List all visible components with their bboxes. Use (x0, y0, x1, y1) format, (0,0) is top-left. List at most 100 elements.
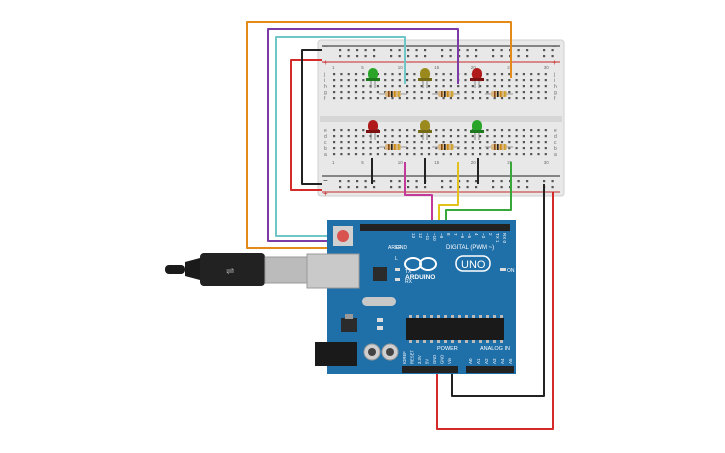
jumpers (371, 158, 479, 184)
column-number: 30 (544, 65, 550, 70)
rail-hole (492, 180, 495, 183)
breadboard-hole (442, 135, 445, 138)
analog-pin-label: A5 (508, 358, 513, 364)
row-letter: h (554, 84, 557, 90)
breadboard-hole (530, 97, 533, 100)
rail-hole (398, 55, 401, 58)
rail-hole (373, 55, 376, 58)
row-letter: c (554, 140, 557, 146)
breadboard-hole (406, 147, 409, 150)
breadboard-hole (537, 141, 540, 144)
breadboard-hole (500, 79, 504, 82)
breadboard-hole (420, 153, 423, 156)
breadboard-hole (500, 153, 504, 156)
led-yellow-bottom (418, 120, 432, 140)
breadboard-hole (398, 79, 401, 82)
breadboard-hole (376, 147, 379, 150)
breadboard-hole (354, 147, 358, 150)
breadboard-hole (435, 91, 438, 94)
breadboard-hole (340, 73, 343, 76)
breadboard-hole (427, 91, 431, 94)
breadboard-hole (486, 79, 489, 82)
reset-button-cap[interactable] (337, 230, 349, 242)
row-letter: h (324, 84, 327, 90)
rail-hole (526, 49, 529, 52)
breadboard-hole (369, 141, 372, 144)
column-number: 25 (507, 65, 513, 70)
breadboard-hole (515, 147, 518, 150)
breadboard-hole (530, 79, 533, 82)
breadboard-hole (427, 135, 431, 138)
rail-hole (543, 55, 546, 58)
breadboard-hole (464, 141, 467, 144)
breadboard-hole (508, 135, 511, 138)
breadboard-hole (544, 73, 547, 76)
breadboard-hole (442, 153, 445, 156)
breadboard-hole (471, 135, 474, 138)
breadboard-hole (384, 153, 387, 156)
breadboard-hole (508, 153, 511, 156)
rail-hole (449, 55, 452, 58)
breadboard-hole (333, 129, 336, 132)
breadboard-hole (406, 97, 409, 100)
rail-hole (551, 55, 554, 58)
power-header (402, 366, 458, 373)
breadboard-hole (333, 79, 336, 82)
breadboard-hole (486, 147, 489, 150)
digital-pin-label: 13 (411, 233, 416, 239)
resistor (432, 144, 460, 150)
row-letter: b (554, 146, 557, 152)
breadboard-hole (537, 79, 540, 82)
usb-cable-tail (165, 265, 185, 274)
breadboard-hole (340, 141, 343, 144)
breadboard-hole (369, 153, 372, 156)
breadboard-hole (413, 141, 416, 144)
atmega-chip (406, 318, 504, 340)
breadboard-hole (391, 85, 394, 88)
on-led (500, 268, 506, 271)
rail-hole (364, 55, 367, 58)
rail-hole (466, 55, 469, 58)
breadboard-hole (340, 147, 343, 150)
breadboard-hole (544, 147, 547, 150)
rail-hole (347, 55, 350, 58)
rail-hole (475, 186, 478, 189)
breadboard-hole (362, 85, 365, 88)
rail-minus-label-right: − (552, 42, 557, 51)
breadboard-hole (442, 73, 445, 76)
breadboard-hole (413, 79, 416, 82)
column-number: 15 (434, 65, 440, 70)
rail-hole (339, 55, 342, 58)
rail-hole (398, 186, 401, 189)
breadboard-hole (362, 147, 365, 150)
power-pin-label: GND (440, 355, 445, 364)
breadboard-hole (406, 129, 409, 132)
breadboard-hole (369, 147, 372, 150)
breadboard-hole (544, 97, 547, 100)
breadboard-hole (413, 73, 416, 76)
breadboard-hole (515, 97, 518, 100)
breadboard-hole (537, 91, 540, 94)
breadboard-hole (427, 141, 431, 144)
breadboard-hole (522, 135, 525, 138)
resistors (379, 91, 513, 150)
breadboard-hole (479, 141, 482, 144)
breadboard-hole (354, 141, 358, 144)
breadboard-hole (500, 85, 504, 88)
usb-chip (373, 267, 387, 281)
breadboard-hole (376, 135, 379, 138)
breadboard-hole (391, 135, 394, 138)
breadboard-hole (420, 85, 423, 88)
breadboard-hole (369, 97, 372, 100)
breadboard-hole (449, 135, 452, 138)
column-number: 10 (398, 65, 404, 70)
rail-hole (415, 55, 418, 58)
breadboard-hole (391, 129, 394, 132)
breadboard-hole (427, 85, 431, 88)
rail-hole (364, 186, 367, 189)
rail-hole (356, 186, 359, 189)
rx-led (395, 278, 400, 281)
breadboard-hole (449, 153, 452, 156)
arduino-logo: ARDUINO (404, 257, 437, 281)
breadboard-hole (398, 135, 401, 138)
